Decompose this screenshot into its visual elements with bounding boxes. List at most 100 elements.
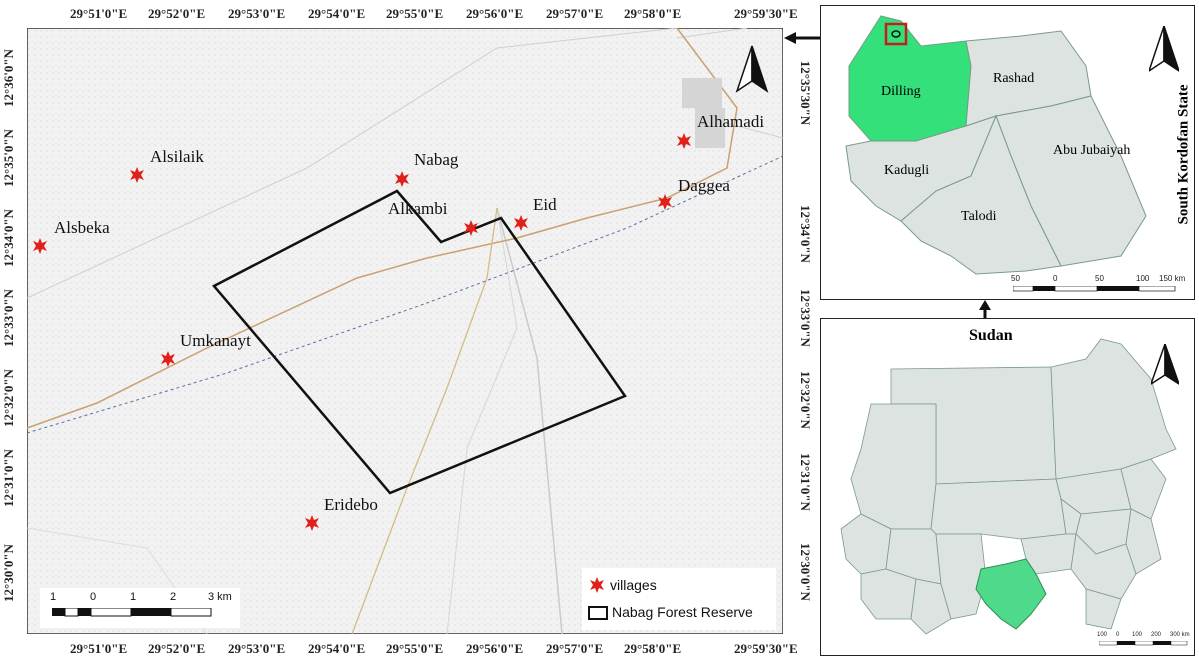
village-marker-daggea xyxy=(658,194,672,210)
tick-label: 29°59'30"E xyxy=(734,6,798,21)
locality-talodi xyxy=(900,114,1062,275)
village-label: Alkambi xyxy=(388,199,448,218)
scale-label: 200 xyxy=(1151,632,1162,638)
tick-label: 12°32'0"N xyxy=(1,369,16,427)
locality-label: Rashad xyxy=(993,71,1035,86)
north-arrow-icon xyxy=(1151,344,1179,385)
tick-label: 29°57'0"E xyxy=(546,641,604,656)
scale-label: 0 xyxy=(1053,274,1058,283)
tick-label: 29°55'0"E xyxy=(386,6,444,21)
tick-label: 12°31'0"N xyxy=(798,453,813,511)
dashed-boundary xyxy=(27,155,783,434)
tick-label: 29°58'0"E xyxy=(624,6,682,21)
tick-label: 29°54'0"E xyxy=(308,6,366,21)
reserve-legend-icon xyxy=(588,606,608,620)
village-label: Alhamadi xyxy=(697,112,765,131)
village-label: Nabag xyxy=(414,150,459,169)
village-marker-alkambi xyxy=(464,220,478,236)
tick-label: 29°51'0"E xyxy=(70,6,128,21)
tick-label: 12°31'0"N xyxy=(1,449,16,507)
tick-label: 29°54'0"E xyxy=(308,641,366,656)
scale-bar: 1 0 1 2 3 km xyxy=(40,588,240,628)
tick-label: 12°32'0"N xyxy=(798,371,813,429)
village-label: Daggea xyxy=(678,176,730,195)
scale-label: 100 xyxy=(1132,632,1143,638)
state-scale-bar: 50 0 50 100 150 km xyxy=(1011,274,1185,294)
north-arrow-icon xyxy=(1149,26,1179,72)
region-blue-nile xyxy=(1085,588,1122,630)
region-east-darfur xyxy=(910,578,952,635)
scale-label: 1 xyxy=(50,591,57,603)
scale-bar-graphic xyxy=(1013,286,1176,292)
secondary-road xyxy=(351,207,498,634)
scale-label: 0 xyxy=(90,591,97,603)
settlement-area xyxy=(682,78,725,148)
tick-label: 12°34'0"N xyxy=(1,209,16,267)
village-marker-eid xyxy=(514,215,528,231)
map-background xyxy=(27,28,783,634)
village-marker-nabag xyxy=(395,171,409,187)
scale-label: 1 xyxy=(130,591,137,603)
state-map xyxy=(845,15,1147,275)
locality-label: Abu Jubaiyah xyxy=(1053,143,1131,158)
tick-label: 12°30'0"N xyxy=(798,543,813,601)
forest-reserve-outline xyxy=(212,189,627,495)
village-marker-alsilaik xyxy=(130,167,144,183)
north-arrow-icon xyxy=(735,45,769,93)
up-arrow-icon xyxy=(979,300,991,318)
study-area-marker xyxy=(884,22,908,46)
scale-bar-graphic xyxy=(52,608,212,617)
state-inset: Dilling Rashad Kadugli Abu Jubaiyah Talo… xyxy=(820,5,1195,300)
tick-label: 29°52'0"E xyxy=(148,6,206,21)
locality-dilling xyxy=(848,15,972,142)
main-road xyxy=(27,28,738,429)
country-scale-bar: 100 0 100 200 300 km xyxy=(1097,632,1192,650)
tick-label: 29°59'30"E xyxy=(734,641,798,656)
scale-label: 50 xyxy=(1011,274,1020,283)
village-marker-umkanayt xyxy=(161,351,175,367)
tick-label: 29°56'0"E xyxy=(466,641,524,656)
region-gedaref xyxy=(1125,508,1162,575)
scale-label: 3 km xyxy=(208,591,232,603)
village-marker-eridebo xyxy=(305,515,319,531)
region-west-kordofan xyxy=(935,533,987,620)
tick-label: 29°58'0"E xyxy=(624,641,682,656)
country-title: Sudan xyxy=(969,327,1013,344)
region-south-kordofan-highlight xyxy=(975,558,1047,630)
region-kassala xyxy=(1120,458,1167,520)
village-label: Umkanayt xyxy=(180,331,251,350)
track-line xyxy=(446,207,518,634)
main-map-canvas xyxy=(27,28,783,634)
tick-label: 29°52'0"E xyxy=(148,641,206,656)
tick-label: 29°53'0"E xyxy=(228,641,286,656)
locality-label: Talodi xyxy=(961,209,997,224)
village-markers xyxy=(33,133,691,531)
scale-label: 0 xyxy=(1116,632,1120,638)
scale-label: 150 km xyxy=(1159,274,1186,283)
track-line xyxy=(27,28,678,299)
scale-label: 100 xyxy=(1136,274,1150,283)
tick-label: 29°57'0"E xyxy=(546,6,604,21)
tick-label: 29°55'0"E xyxy=(386,641,444,656)
scale-label: 100 xyxy=(1097,632,1108,638)
country-inset: Sudan 100 0 100 200 xyxy=(820,318,1195,656)
tick-label: 12°36'0"N xyxy=(1,49,16,107)
village-marker-alhamadi xyxy=(677,133,691,149)
tick-label: 12°35'0"N xyxy=(1,129,16,187)
legend-villages-label: villages xyxy=(610,577,657,593)
tick-label: 12°30'0"N xyxy=(1,544,16,602)
locality-label: Dilling xyxy=(881,84,921,99)
tick-label: 29°51'0"E xyxy=(70,641,128,656)
village-legend-icon xyxy=(590,577,604,593)
state-title: South Kordofan State xyxy=(1175,84,1192,225)
scale-label: 2 xyxy=(170,591,177,603)
tick-label: 29°56'0"E xyxy=(466,6,524,21)
region-north-kordofan xyxy=(930,478,1067,540)
region-sennar xyxy=(1070,533,1137,600)
country-map xyxy=(840,338,1177,635)
tick-label: 29°53'0"E xyxy=(228,6,286,21)
scale-label: 300 km xyxy=(1170,632,1190,638)
village-label: Eridebo xyxy=(324,495,378,514)
legend-reserve-label: Nabag Forest Reserve xyxy=(612,604,753,620)
village-label: Alsilaik xyxy=(150,147,204,166)
